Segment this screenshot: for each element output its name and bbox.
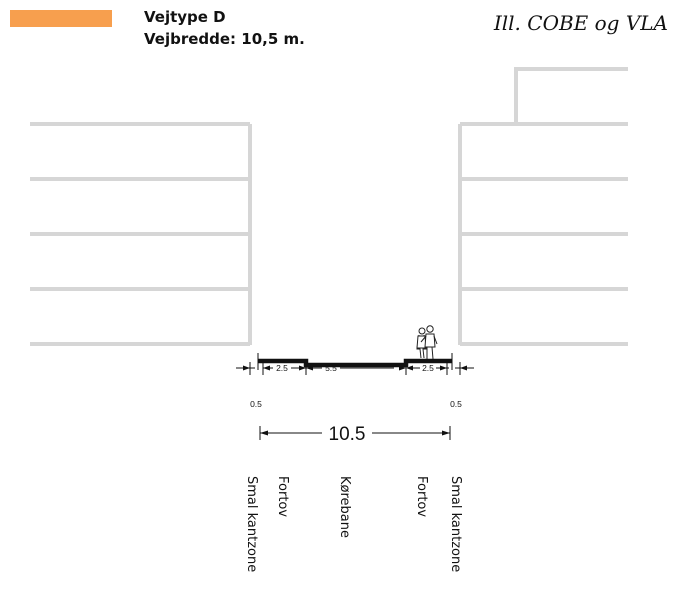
dim-fortov-left: 2.5 bbox=[276, 363, 288, 373]
dim-total-width: 10.5 bbox=[329, 424, 366, 445]
zone-label-korebane: Kørebane bbox=[337, 476, 352, 538]
dim-edge-right: 0.5 bbox=[450, 399, 462, 409]
zone-label-fortov-right: Fortov bbox=[414, 476, 429, 518]
dim-edge-left: 0.5 bbox=[250, 399, 262, 409]
right-building bbox=[458, 67, 628, 346]
dimension-arrows bbox=[243, 365, 467, 436]
illustration-credit: Ill. COBE og VLA bbox=[493, 11, 668, 35]
zone-label-smal-kantzone-left: Smal kantzone bbox=[244, 476, 259, 573]
zone-label-smal-kantzone-right: Smal kantzone bbox=[448, 476, 463, 573]
pedestrian-figures-icon bbox=[416, 325, 438, 360]
street-profile bbox=[258, 358, 452, 368]
road-type-title: Vejtype D bbox=[144, 8, 226, 26]
left-building bbox=[30, 122, 252, 346]
road-width-label: Vejbredde: 10,5 m. bbox=[144, 30, 305, 48]
dim-korebane: 5.5 bbox=[325, 363, 337, 373]
zone-label-fortov-left: Fortov bbox=[275, 476, 290, 518]
dim-fortov-right: 2.5 bbox=[422, 363, 434, 373]
legend-color-swatch bbox=[10, 10, 112, 27]
